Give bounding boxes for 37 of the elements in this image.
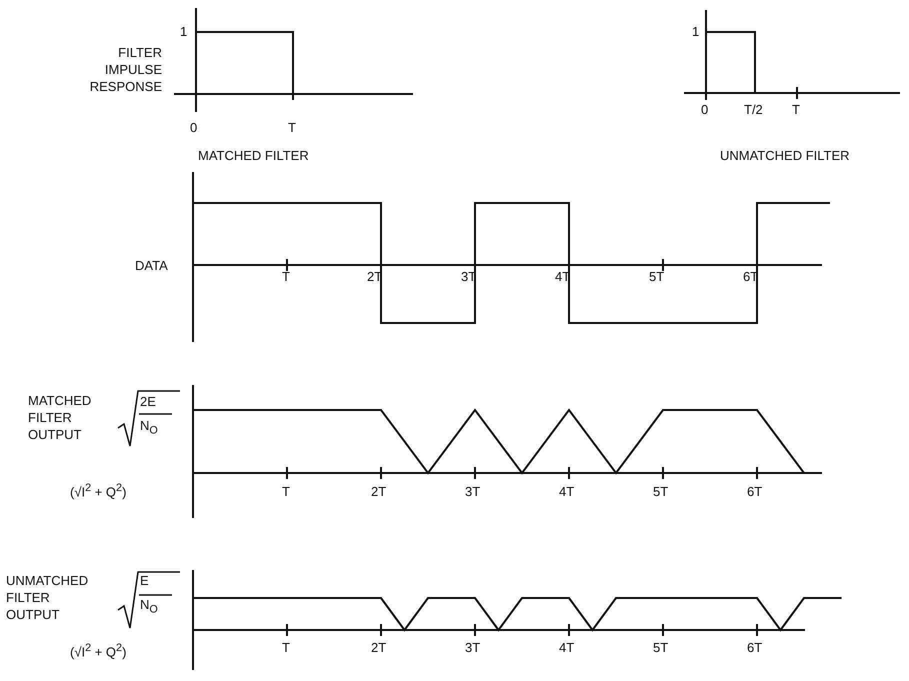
tick-label: 2T (367, 269, 382, 285)
tick-label: T (288, 120, 296, 136)
axis-value-label: 1 (180, 24, 188, 40)
axis-title: FILTER IMPULSE RESPONSE (88, 44, 162, 95)
fraction-numerator: E (140, 573, 149, 589)
tick-label: 0 (190, 120, 198, 136)
tick-label: 5T (653, 484, 668, 500)
tick-label: 2T (371, 640, 386, 656)
tick-label: T/2 (744, 102, 763, 118)
normalization-expression: (√I$^{2}$ + Q$^{2}$) (70, 641, 126, 660)
tick-label: T (792, 102, 800, 118)
tick-label: 5T (649, 269, 664, 285)
axis-title: UNMATCHED FILTER OUTPUT (6, 572, 90, 623)
axis-value-label: 1 (692, 24, 700, 40)
panel-title: MATCHED FILTER (198, 148, 309, 164)
fraction-denominator: N$_{O}$ (140, 597, 158, 618)
fraction-numerator: 2E (140, 394, 156, 410)
tick-label: 2T (371, 484, 386, 500)
tick-label: 4T (555, 269, 570, 285)
axis-title: MATCHED FILTER OUTPUT (28, 392, 92, 443)
tick-label: 6T (747, 484, 762, 500)
panel-title: UNMATCHED FILTER (720, 148, 850, 164)
tick-label: 4T (559, 484, 574, 500)
tick-label: 4T (559, 640, 574, 656)
tick-label: T (282, 484, 290, 500)
tick-label: 3T (465, 640, 480, 656)
normalization-expression: (√I$^{2}$ + Q$^{2}$) (70, 481, 126, 500)
tick-label: T (282, 640, 290, 656)
tick-label: T (282, 269, 290, 285)
axis-title: DATA (135, 258, 168, 274)
tick-label: 0 (701, 102, 708, 118)
tick-label: 6T (743, 269, 758, 285)
fraction-denominator: N$_{O}$ (140, 418, 158, 439)
tick-label: 3T (465, 484, 480, 500)
tick-label: 5T (653, 640, 668, 656)
tick-label: 3T (461, 269, 476, 285)
tick-label: 6T (747, 640, 762, 656)
